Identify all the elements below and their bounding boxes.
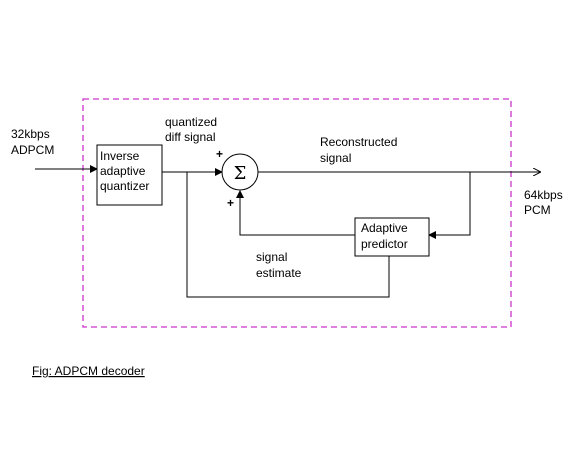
output-label: 64kbps PCM <box>524 188 566 217</box>
quantizer-block-label: Inverse adaptive quantizer <box>100 149 149 193</box>
adaptive-predictor-block <box>354 217 430 257</box>
feedback-line <box>428 172 471 239</box>
inverse-adaptive-quantizer-block <box>96 144 163 206</box>
reconstructed-signal-label: Reconstructed signal <box>320 135 401 165</box>
plus-sign-bottom: + <box>227 196 234 210</box>
figure-caption: Fig: ADPCM decoder <box>32 364 145 378</box>
signal-estimate-label: signal estimate <box>256 250 302 280</box>
sigma-symbol: Σ <box>234 163 247 184</box>
plus-sign-top: + <box>216 147 223 161</box>
predictor-input-line <box>186 172 390 298</box>
predictor-block-label: Adaptive predictor <box>361 221 411 251</box>
decoder-boundary <box>82 98 512 328</box>
signal-estimate-line <box>236 190 355 236</box>
quantized-diff-signal-label: quantized diff signal <box>165 115 220 144</box>
input-label: 32kbps ADPCM <box>11 127 54 157</box>
